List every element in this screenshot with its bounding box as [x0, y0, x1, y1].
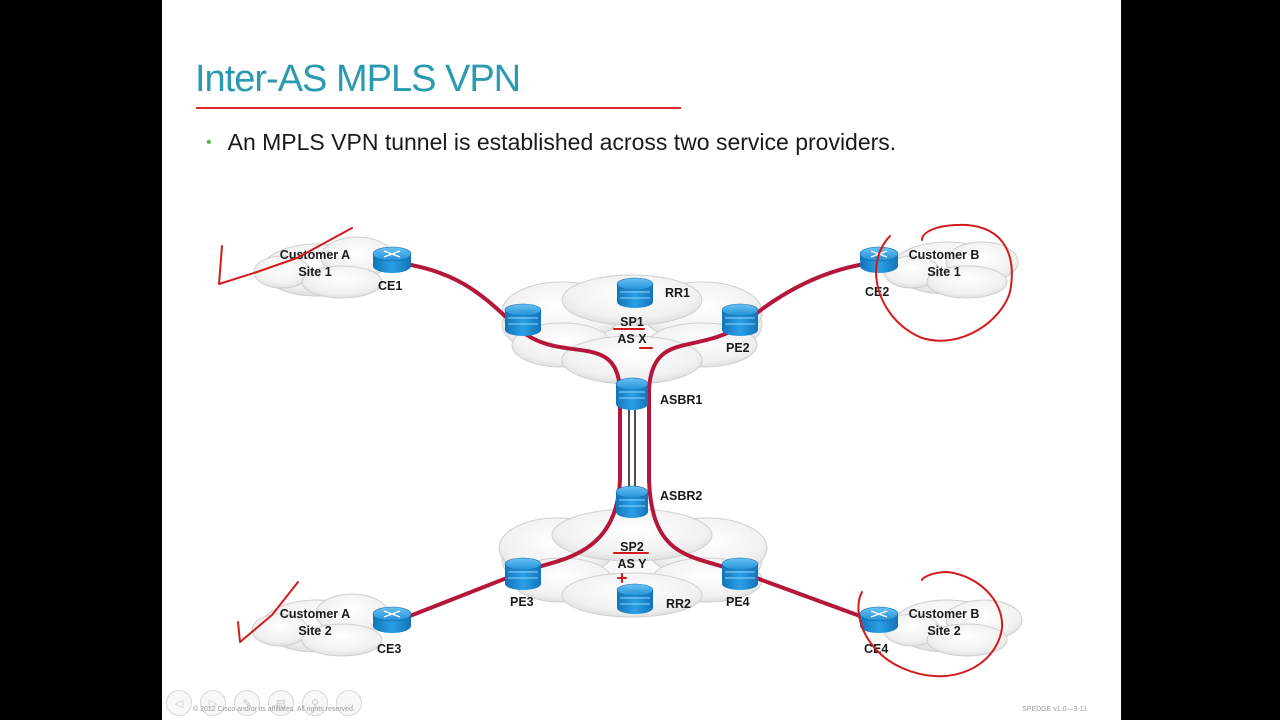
label-pe3: PE3: [510, 595, 534, 609]
player-controls: ◁ ▷ ✎ ▤ ⚲ …: [166, 690, 362, 716]
router-pe3-icon: [504, 557, 542, 590]
router-ce2-icon: [859, 246, 899, 273]
router-pe1-icon: [504, 303, 542, 336]
slide: Inter-AS MPLS VPN • An MPLS VPN tunnel is…: [162, 0, 1121, 720]
network-diagram: CE1 CE2 CE3 CE4 PE2 PE3 PE4 RR1 RR2 ASBR…: [218, 223, 1023, 678]
zoom-icon[interactable]: ⚲: [302, 690, 328, 716]
cloud-customer-a-site-2: [251, 593, 389, 657]
cloud-a2-line1: Customer A: [280, 607, 350, 621]
cloud-b2-line1: Customer B: [909, 607, 980, 621]
cloud-customer-b-site-2: [883, 599, 1023, 657]
vpn-tunnel-paths: [390, 260, 881, 625]
router-ce4-icon: [859, 606, 899, 633]
slides-icon[interactable]: ▤: [268, 690, 294, 716]
router-rr1-icon: [616, 277, 654, 308]
tunnel-customer-a: [390, 260, 622, 625]
cloud-sp1: [501, 274, 763, 385]
footer-course-code: SPEDGE v1.0—3-11: [1022, 706, 1087, 713]
circle-b2-annotation: [857, 571, 1004, 678]
tunnel-customer-b: [647, 260, 881, 625]
label-asbr2: ASBR2: [660, 489, 702, 503]
cloud-customer-b-site-1: [883, 241, 1019, 299]
more-icon[interactable]: …: [336, 690, 362, 716]
bullet-text: An MPLS VPN tunnel is established across…: [227, 129, 897, 155]
router-asbr2-icon: [615, 485, 649, 518]
label-ce1: CE1: [378, 279, 402, 293]
router-pe4-icon: [721, 557, 759, 590]
cloud-a2-line2: Site 2: [298, 624, 331, 638]
checkmark-a2-annotation: [237, 581, 299, 643]
circle-b1-annotation: [875, 223, 1013, 342]
cloud-sp2-line2: AS Y: [618, 557, 648, 571]
prev-icon[interactable]: ◁: [166, 690, 192, 716]
cloud-b2-line2: Site 2: [927, 624, 960, 638]
footer-copyright: © 2012 Cisco and/or its affiliates. All …: [193, 706, 355, 713]
router-asbr1-icon: [615, 377, 649, 410]
cloud-sp2-line1: SP2: [620, 540, 644, 554]
label-pe2: PE2: [726, 341, 750, 355]
router-pe2-icon: [721, 303, 759, 336]
bullet-icon: •: [206, 134, 212, 151]
asbr-link: [628, 408, 636, 488]
title-underline-annotation: [196, 107, 681, 109]
label-ce3: CE3: [377, 642, 401, 656]
slide-title: Inter-AS MPLS VPN: [195, 58, 521, 100]
cloud-sp1-line2: AS X: [617, 332, 647, 346]
cloud-b1-line2: Site 1: [927, 265, 960, 279]
play-icon[interactable]: ▷: [200, 690, 226, 716]
router-ce1-icon: [372, 246, 412, 273]
checkmark-a1-annotation: [218, 227, 353, 285]
plus-annotation: [617, 573, 627, 583]
label-asbr1: ASBR1: [660, 393, 702, 407]
pen-icon[interactable]: ✎: [234, 690, 260, 716]
cloud-b1-line1: Customer B: [909, 248, 980, 262]
cloud-a1-line2: Site 1: [298, 265, 331, 279]
handwritten-annotations: [218, 223, 1013, 678]
label-ce2: CE2: [865, 285, 889, 299]
cloud-sp1-line1: SP1: [620, 315, 644, 329]
router-ce3-icon: [372, 606, 412, 633]
bullet-item: • An MPLS VPN tunnel is established acros…: [206, 129, 896, 156]
label-rr2: RR2: [666, 597, 691, 611]
label-rr1: RR1: [665, 286, 690, 300]
router-rr2-icon: [616, 583, 654, 614]
label-pe4: PE4: [726, 595, 750, 609]
